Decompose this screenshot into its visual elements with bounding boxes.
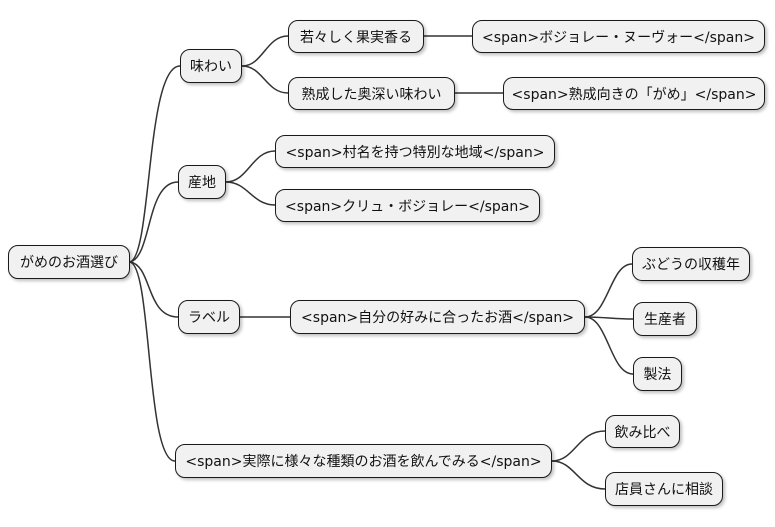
edge-root-region xyxy=(129,181,179,263)
node-flavor: 味わい xyxy=(180,49,242,83)
edge-root-tryout xyxy=(129,261,176,462)
edge-root-flavor xyxy=(129,65,181,263)
node-region: 産地 xyxy=(178,165,226,199)
node-preferred-wine: <span>自分の好みに合ったお酒</span> xyxy=(290,300,585,334)
edge-preference-vintage xyxy=(584,263,633,318)
node-beaujolais-nouveau: <span>ボジョレー・ヌーヴォー</span> xyxy=(472,20,765,53)
edge-region-village xyxy=(225,150,276,183)
node-try-various-wines: <span>実際に様々な種類のお酒を飲んでみる</span> xyxy=(175,444,552,478)
edge-flavor-fruity xyxy=(241,35,289,67)
node-village-area: <span>村名を持つ特別な地域</span> xyxy=(275,135,555,168)
edge-root-label xyxy=(129,261,179,318)
node-aged-flavor: 熟成した奥深い味わい xyxy=(288,77,455,110)
node-ask-shop-staff: 店員さんに相談 xyxy=(605,472,723,506)
edge-region-cru xyxy=(225,181,276,206)
node-label: ラベル xyxy=(178,300,240,334)
node-gamay-for-aging: <span>熟成向きの「がめ」</span> xyxy=(503,77,765,110)
edge-tryout-consult xyxy=(551,460,606,490)
node-cru-beaujolais: <span>クリュ・ボジョレー</span> xyxy=(275,189,540,222)
node-producer: 生産者 xyxy=(633,302,697,336)
node-grape-vintage: ぶどうの収穫年 xyxy=(632,247,750,281)
node-fruity-aroma: 若々しく果実香る xyxy=(288,20,424,53)
node-tasting-comparison: 飲み比べ xyxy=(605,415,680,448)
node-method: 製法 xyxy=(633,357,682,391)
edge-flavor-aged xyxy=(241,65,289,94)
node-root: がめのお酒選び xyxy=(8,245,130,279)
edge-tryout-compare xyxy=(551,430,606,462)
edge-preference-method xyxy=(584,316,634,375)
